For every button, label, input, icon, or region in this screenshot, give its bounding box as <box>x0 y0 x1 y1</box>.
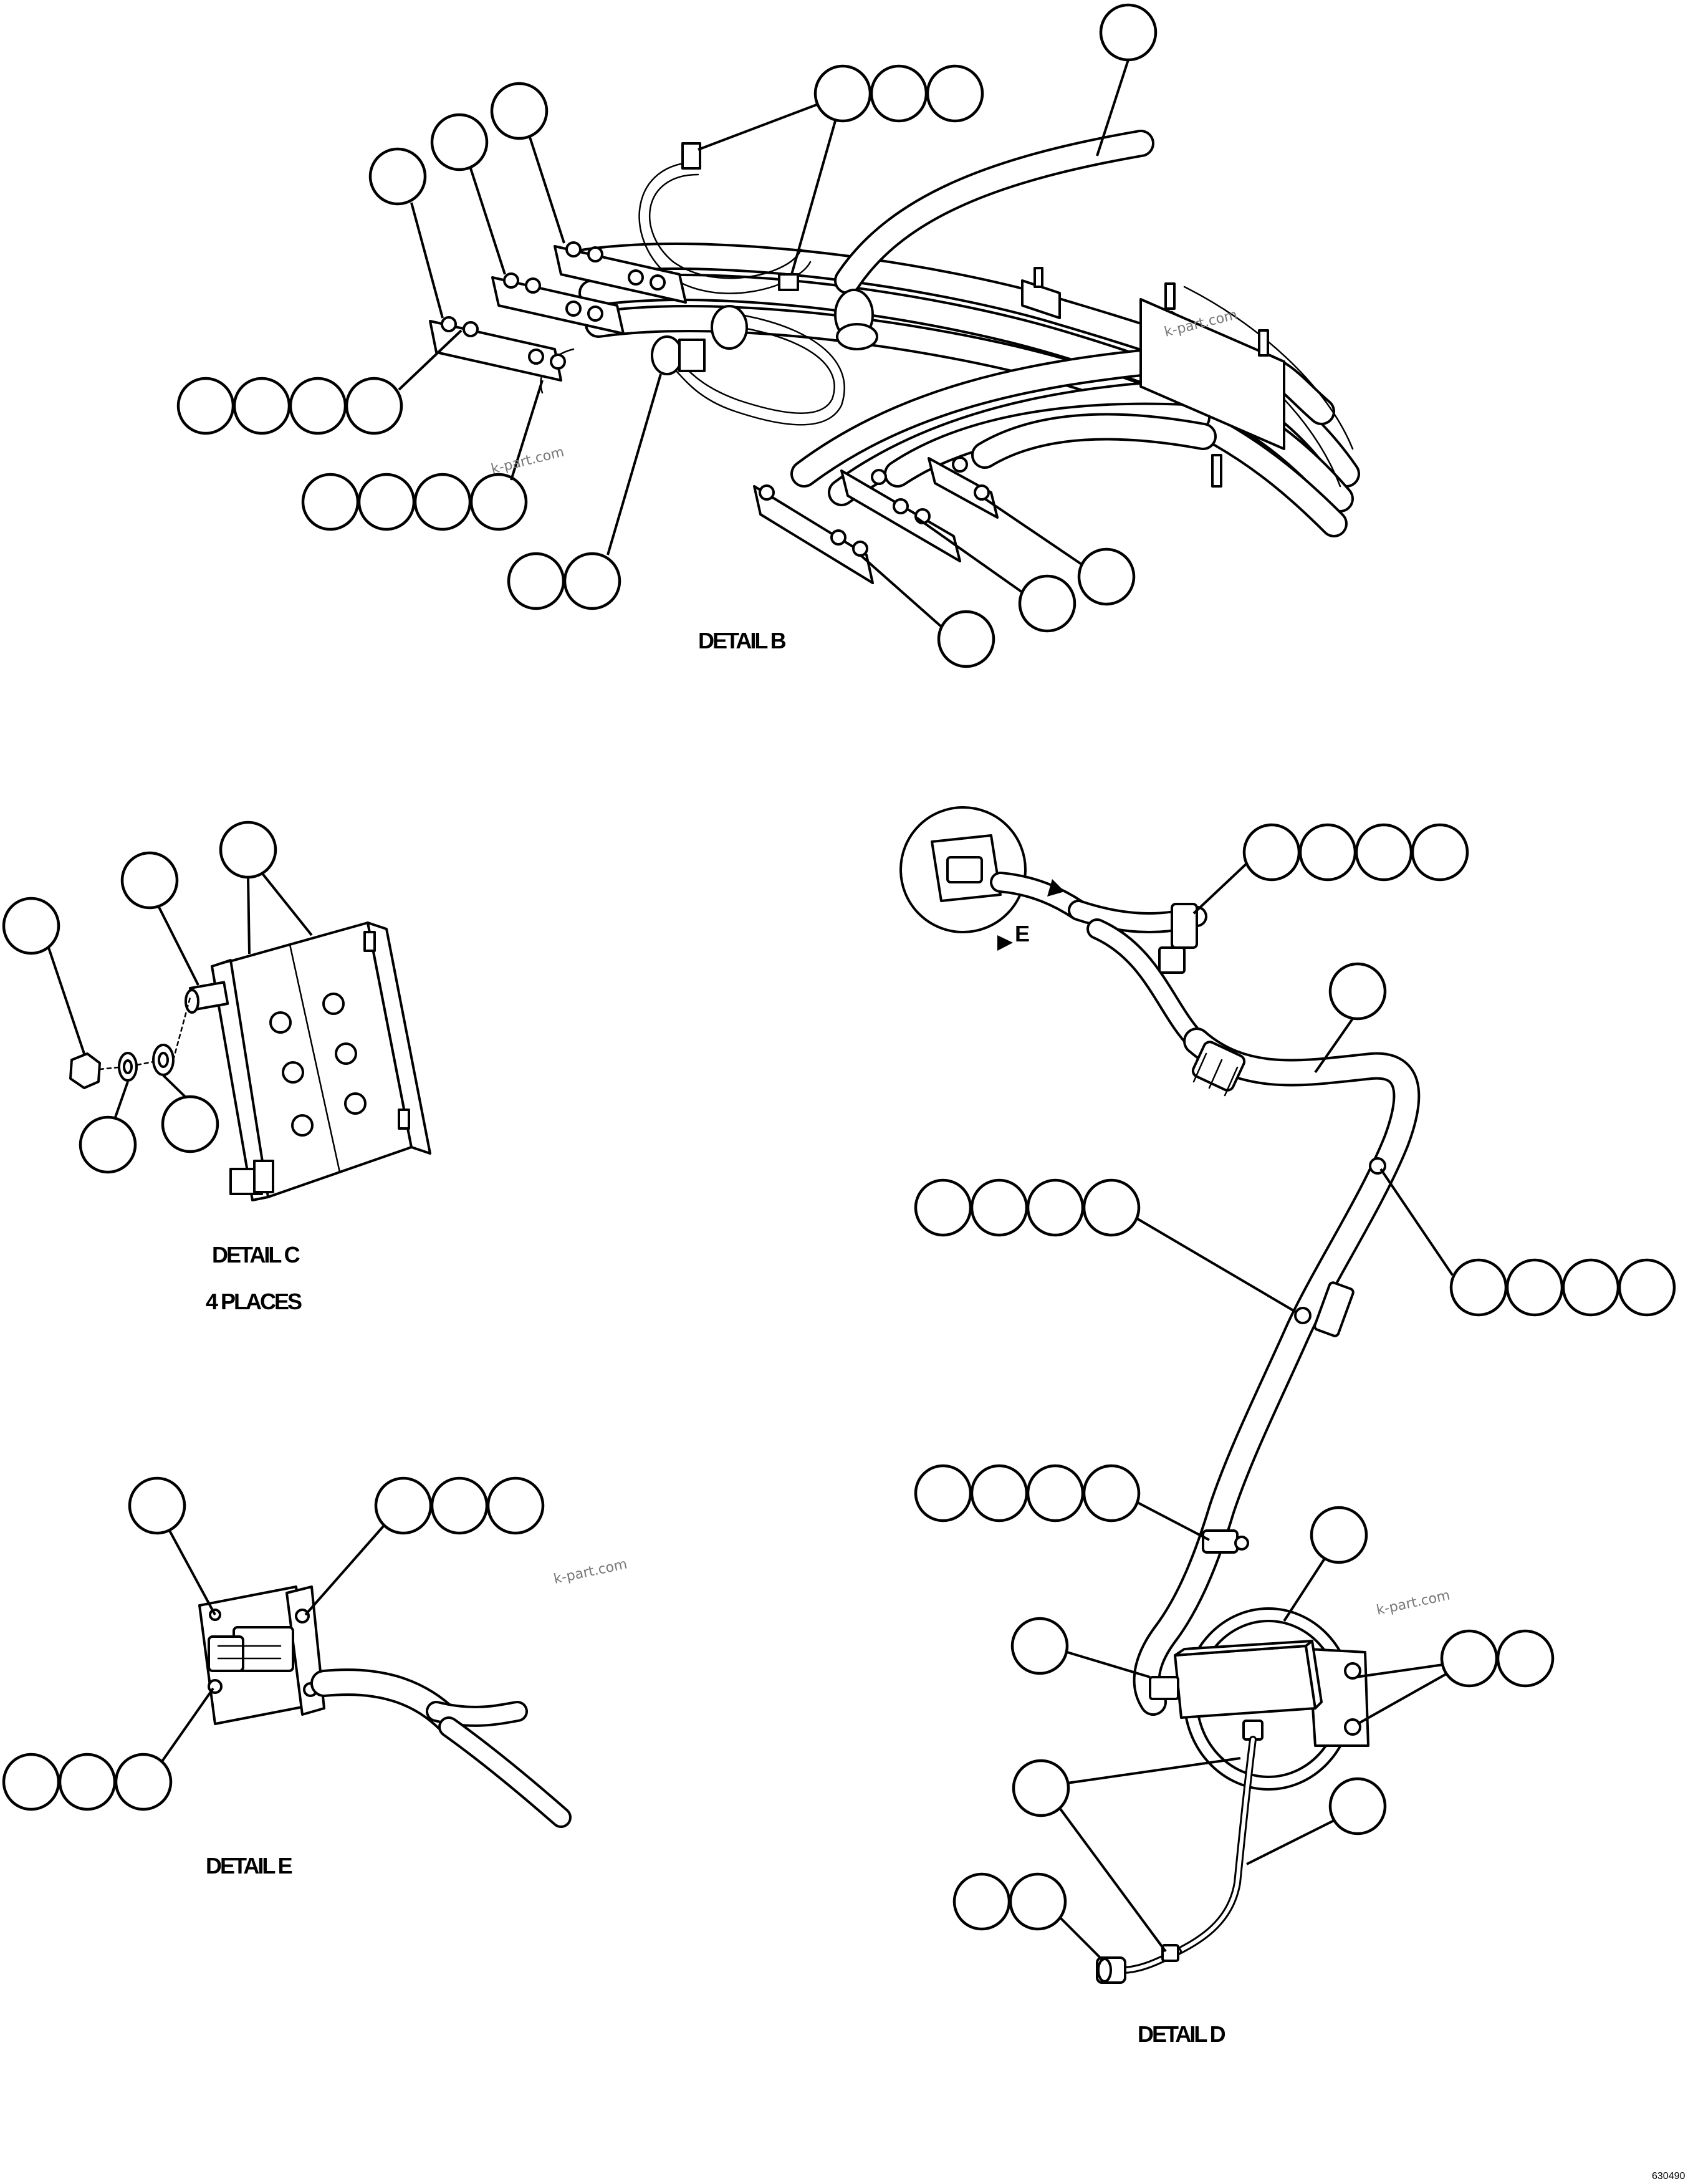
callouts-detail-c <box>2 820 313 1174</box>
harness-cable-d <box>1068 900 1421 1716</box>
clamp-plates-right <box>753 456 999 584</box>
callout-bubble <box>368 147 427 206</box>
callout-bubble <box>970 1464 1029 1523</box>
terminal-block <box>185 921 431 1201</box>
callout-bubble <box>1018 574 1077 633</box>
callout-bubble <box>1355 823 1413 882</box>
callout-bubble <box>1010 1617 1069 1675</box>
callout-bubble <box>1449 1258 1508 1317</box>
callout-bubble <box>486 1476 545 1535</box>
harness-bundle <box>540 130 1360 537</box>
detail-d-view: E <box>899 806 1676 2047</box>
callout-bubble <box>374 1476 433 1535</box>
callout-bubble <box>1026 1464 1085 1523</box>
callout-bubble <box>1328 962 1387 1021</box>
detail-b-view: DETAIL B k-part.com k-part.com <box>176 3 1360 668</box>
callout-bubble <box>1012 1759 1070 1817</box>
callout-bubble <box>914 1178 972 1237</box>
callout-bubble <box>1561 1258 1620 1317</box>
detail-d-caption: DETAIL D <box>1138 2021 1225 2047</box>
detail-e-caption: DETAIL E <box>206 1853 292 1879</box>
view-e-marker: E <box>1015 921 1030 946</box>
clamp-plates-left <box>429 241 687 382</box>
callout-bubble <box>1082 1178 1141 1237</box>
callout-bubble <box>289 377 347 435</box>
callout-bubble <box>1026 1178 1085 1237</box>
callouts-detail-b <box>176 3 1158 668</box>
callouts-detail-d <box>914 823 1676 1962</box>
callout-bubble <box>937 610 995 668</box>
callout-bubble <box>1440 1629 1499 1688</box>
callout-bubble <box>507 552 565 610</box>
callout-bubble <box>345 377 403 435</box>
callout-bubble <box>813 64 872 123</box>
callout-bubble <box>490 82 549 140</box>
callout-bubble <box>1298 823 1357 882</box>
callout-bubble <box>1082 1464 1141 1523</box>
watermark: k-part.com <box>552 1557 628 1587</box>
callout-bubble <box>1411 823 1469 882</box>
callout-bubble <box>219 820 277 879</box>
callout-bubble <box>2 897 60 955</box>
washer-nut-stack <box>69 996 191 1089</box>
callout-bubble <box>357 473 416 531</box>
callout-bubble <box>120 851 179 910</box>
detail-c-places: 4 PLACES <box>206 1289 302 1314</box>
callout-bubble <box>952 1872 1011 1931</box>
connectors-detail-b <box>651 142 1285 488</box>
callout-bubble <box>430 1476 489 1535</box>
callout-bubble <box>1099 3 1158 62</box>
drawing-number: 630490 <box>1652 2171 1685 2182</box>
harness-branch-e <box>310 1668 572 1828</box>
callout-bubble <box>1242 823 1301 882</box>
detail-b-caption: DETAIL B <box>698 628 786 653</box>
callout-bubble <box>176 377 235 435</box>
callouts-detail-e <box>2 1476 545 1811</box>
callout-bubble <box>1328 1777 1387 1835</box>
detail-e-view: DETAIL E k-part.com <box>2 1476 628 1879</box>
detail-c-caption: DETAIL C <box>212 1242 300 1268</box>
callout-bubble <box>1009 1872 1067 1931</box>
callout-bubble <box>2 1753 60 1811</box>
callout-bubble <box>469 473 528 531</box>
callout-bubble <box>233 377 291 435</box>
view-e-inset: E <box>899 806 1089 951</box>
callout-bubble <box>914 1464 972 1523</box>
callout-bubble <box>114 1753 173 1811</box>
watermark: k-part.com <box>489 445 565 478</box>
sensor-assembly <box>1149 1607 1369 1791</box>
callout-bubble <box>58 1753 117 1811</box>
watermark: k-part.com <box>1375 1588 1451 1619</box>
callout-bubble <box>926 64 984 123</box>
sensor-lead <box>1096 1736 1257 1984</box>
callout-bubble <box>1077 547 1136 606</box>
callout-bubble <box>1618 1258 1676 1317</box>
callout-bubble <box>128 1476 186 1535</box>
callout-bubble <box>301 473 360 531</box>
callout-bubble <box>1496 1629 1555 1688</box>
callout-bubble <box>563 552 621 610</box>
callout-bubble <box>79 1115 137 1174</box>
callout-bubble <box>413 473 472 531</box>
callout-bubble <box>1505 1258 1564 1317</box>
callout-bubble <box>870 64 928 123</box>
connector-mount-bracket <box>198 1585 325 1725</box>
callout-bubble <box>161 1095 219 1153</box>
detail-c-view: DETAIL C 4 PLACES <box>2 820 431 1314</box>
callout-bubble <box>1310 1506 1368 1564</box>
callout-bubble <box>430 113 489 171</box>
callout-bubble <box>970 1178 1029 1237</box>
